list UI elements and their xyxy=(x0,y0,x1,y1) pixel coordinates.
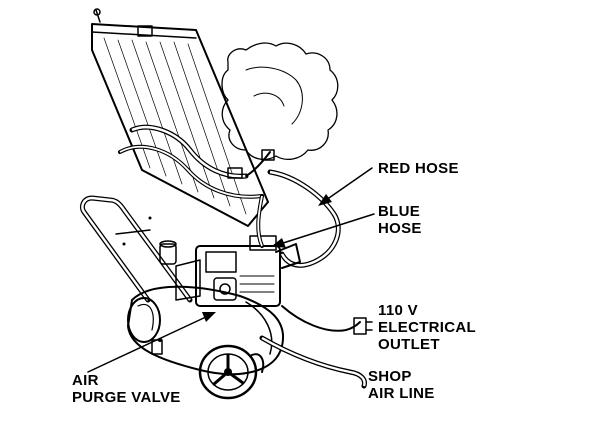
outlet-text-line-1: 110 V xyxy=(378,302,418,319)
blue-hose xyxy=(256,194,264,248)
compressor-handle xyxy=(79,195,193,303)
compressor-tank xyxy=(127,285,285,376)
shop-air-text-line-1: SHOP xyxy=(368,368,412,385)
compressor-motor xyxy=(159,235,301,307)
compressor-wheel xyxy=(198,344,265,400)
air-purge-valve-label: AIR PURGE VALVE xyxy=(72,372,181,406)
outlet-text-line-3: OUTLET xyxy=(378,336,440,353)
blue-hose-label: BLUE HOSE xyxy=(378,203,422,237)
electrical-outlet-label: 110 V ELECTRICAL OUTLET xyxy=(378,302,476,353)
radiator xyxy=(91,8,269,227)
purge-valve-text-line-1: AIR xyxy=(72,372,99,389)
engine-block xyxy=(221,42,339,161)
power-cord xyxy=(281,305,373,335)
shop-air-text-line-2: AIR LINE xyxy=(368,385,435,402)
blue-hose-text-line-2: HOSE xyxy=(378,220,422,237)
outlet-text-line-2: ELECTRICAL xyxy=(378,319,476,336)
blue-hose-text-line-1: BLUE xyxy=(378,203,421,220)
red-hose-text: RED HOSE xyxy=(378,160,459,177)
shop-air-line xyxy=(259,335,367,389)
shop-air-line-label: SHOP AIR LINE xyxy=(368,368,435,402)
leader-lines xyxy=(87,167,375,373)
purge-valve-text-line-2: PURGE VALVE xyxy=(72,389,181,406)
red-hose-label: RED HOSE xyxy=(378,160,459,177)
coolant-hoses xyxy=(118,124,275,199)
